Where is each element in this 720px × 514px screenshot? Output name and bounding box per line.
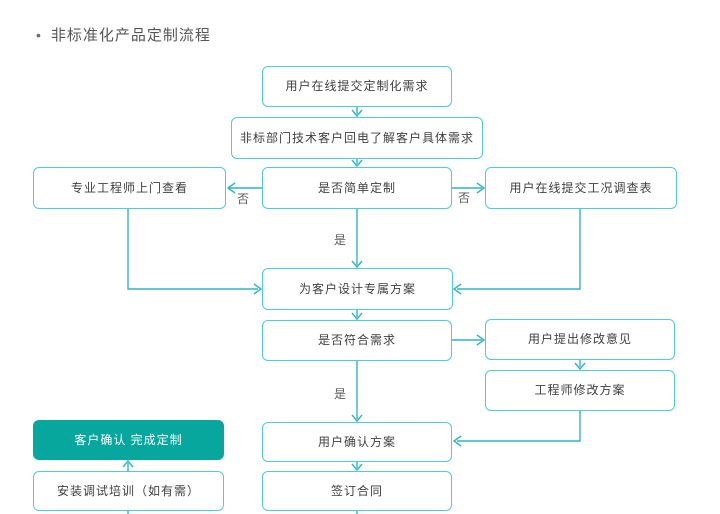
page-title-text: 非标准化产品定制流程	[50, 27, 211, 44]
node-label: 用户提出修改意见	[527, 332, 632, 347]
page-title: • 非标准化产品定制流程	[36, 24, 211, 45]
node-install-training: 安装调试培训（如有需）	[33, 471, 224, 511]
arrow-left-icon	[452, 435, 462, 447]
node-survey: 用户在线提交工况调查表	[485, 167, 677, 209]
arrow-down-icon	[351, 260, 363, 269]
node-label: 是否符合需求	[317, 333, 396, 348]
arrow-down-icon	[351, 414, 363, 423]
arrow-left-icon	[226, 182, 236, 194]
node-sign-contract: 签订合同	[262, 471, 452, 511]
node-label: 非标部门技术客户回电了解客户具体需求	[239, 130, 474, 145]
node-label: 用户在线提交定制化需求	[285, 79, 429, 94]
node-label: 工程师修改方案	[534, 383, 626, 398]
arrow-left-icon	[452, 283, 462, 295]
edge-label-yes-1: 是	[334, 233, 347, 247]
node-label: 安装调试培训（如有需）	[56, 483, 200, 498]
edge-revise-to-confirm	[457, 411, 581, 442]
node-label: 专业工程师上门查看	[70, 180, 188, 195]
arrow-right-icon	[476, 182, 486, 194]
node-submit-request: 用户在线提交定制化需求	[262, 66, 452, 107]
node-engineer-visit: 专业工程师上门查看	[33, 167, 226, 209]
arrow-right-icon	[476, 334, 486, 346]
arrow-down-icon	[351, 312, 363, 321]
node-design: 为客户设计专属方案	[262, 268, 453, 310]
edge-visit-to-design	[127, 209, 258, 290]
node-label: 为客户设计专属方案	[298, 281, 416, 296]
arrow-down-icon	[351, 109, 363, 118]
arrow-down-icon	[574, 362, 586, 371]
node-complete-custom: 客户确认 完成定制	[33, 420, 224, 460]
node-label: 用户在线提交工况调查表	[509, 180, 653, 195]
node-callback: 非标部门技术客户回电了解客户具体需求	[231, 117, 483, 159]
node-fit-need: 是否符合需求	[262, 320, 452, 361]
node-label: 签订合同	[330, 483, 383, 498]
arrow-down-icon	[351, 159, 363, 168]
node-label: 是否简单定制	[317, 180, 396, 195]
edge-label-no-right: 否	[458, 191, 471, 205]
node-simple-custom: 是否简单定制	[262, 167, 452, 209]
node-label: 用户确认方案	[317, 434, 396, 449]
node-confirm-plan: 用户确认方案	[262, 422, 452, 462]
node-label: 客户确认 完成定制	[74, 432, 183, 447]
bullet-icon: •	[36, 26, 41, 43]
edge-label-yes-2: 是	[334, 387, 347, 401]
arrow-right-icon	[253, 283, 263, 295]
edge-label-no-left: 否	[237, 192, 250, 206]
arrow-down-icon	[351, 463, 363, 472]
node-feedback: 用户提出修改意见	[485, 319, 675, 360]
arrow-up-icon	[122, 459, 134, 468]
edge-survey-to-design	[457, 209, 581, 290]
node-revise: 工程师修改方案	[485, 370, 675, 411]
